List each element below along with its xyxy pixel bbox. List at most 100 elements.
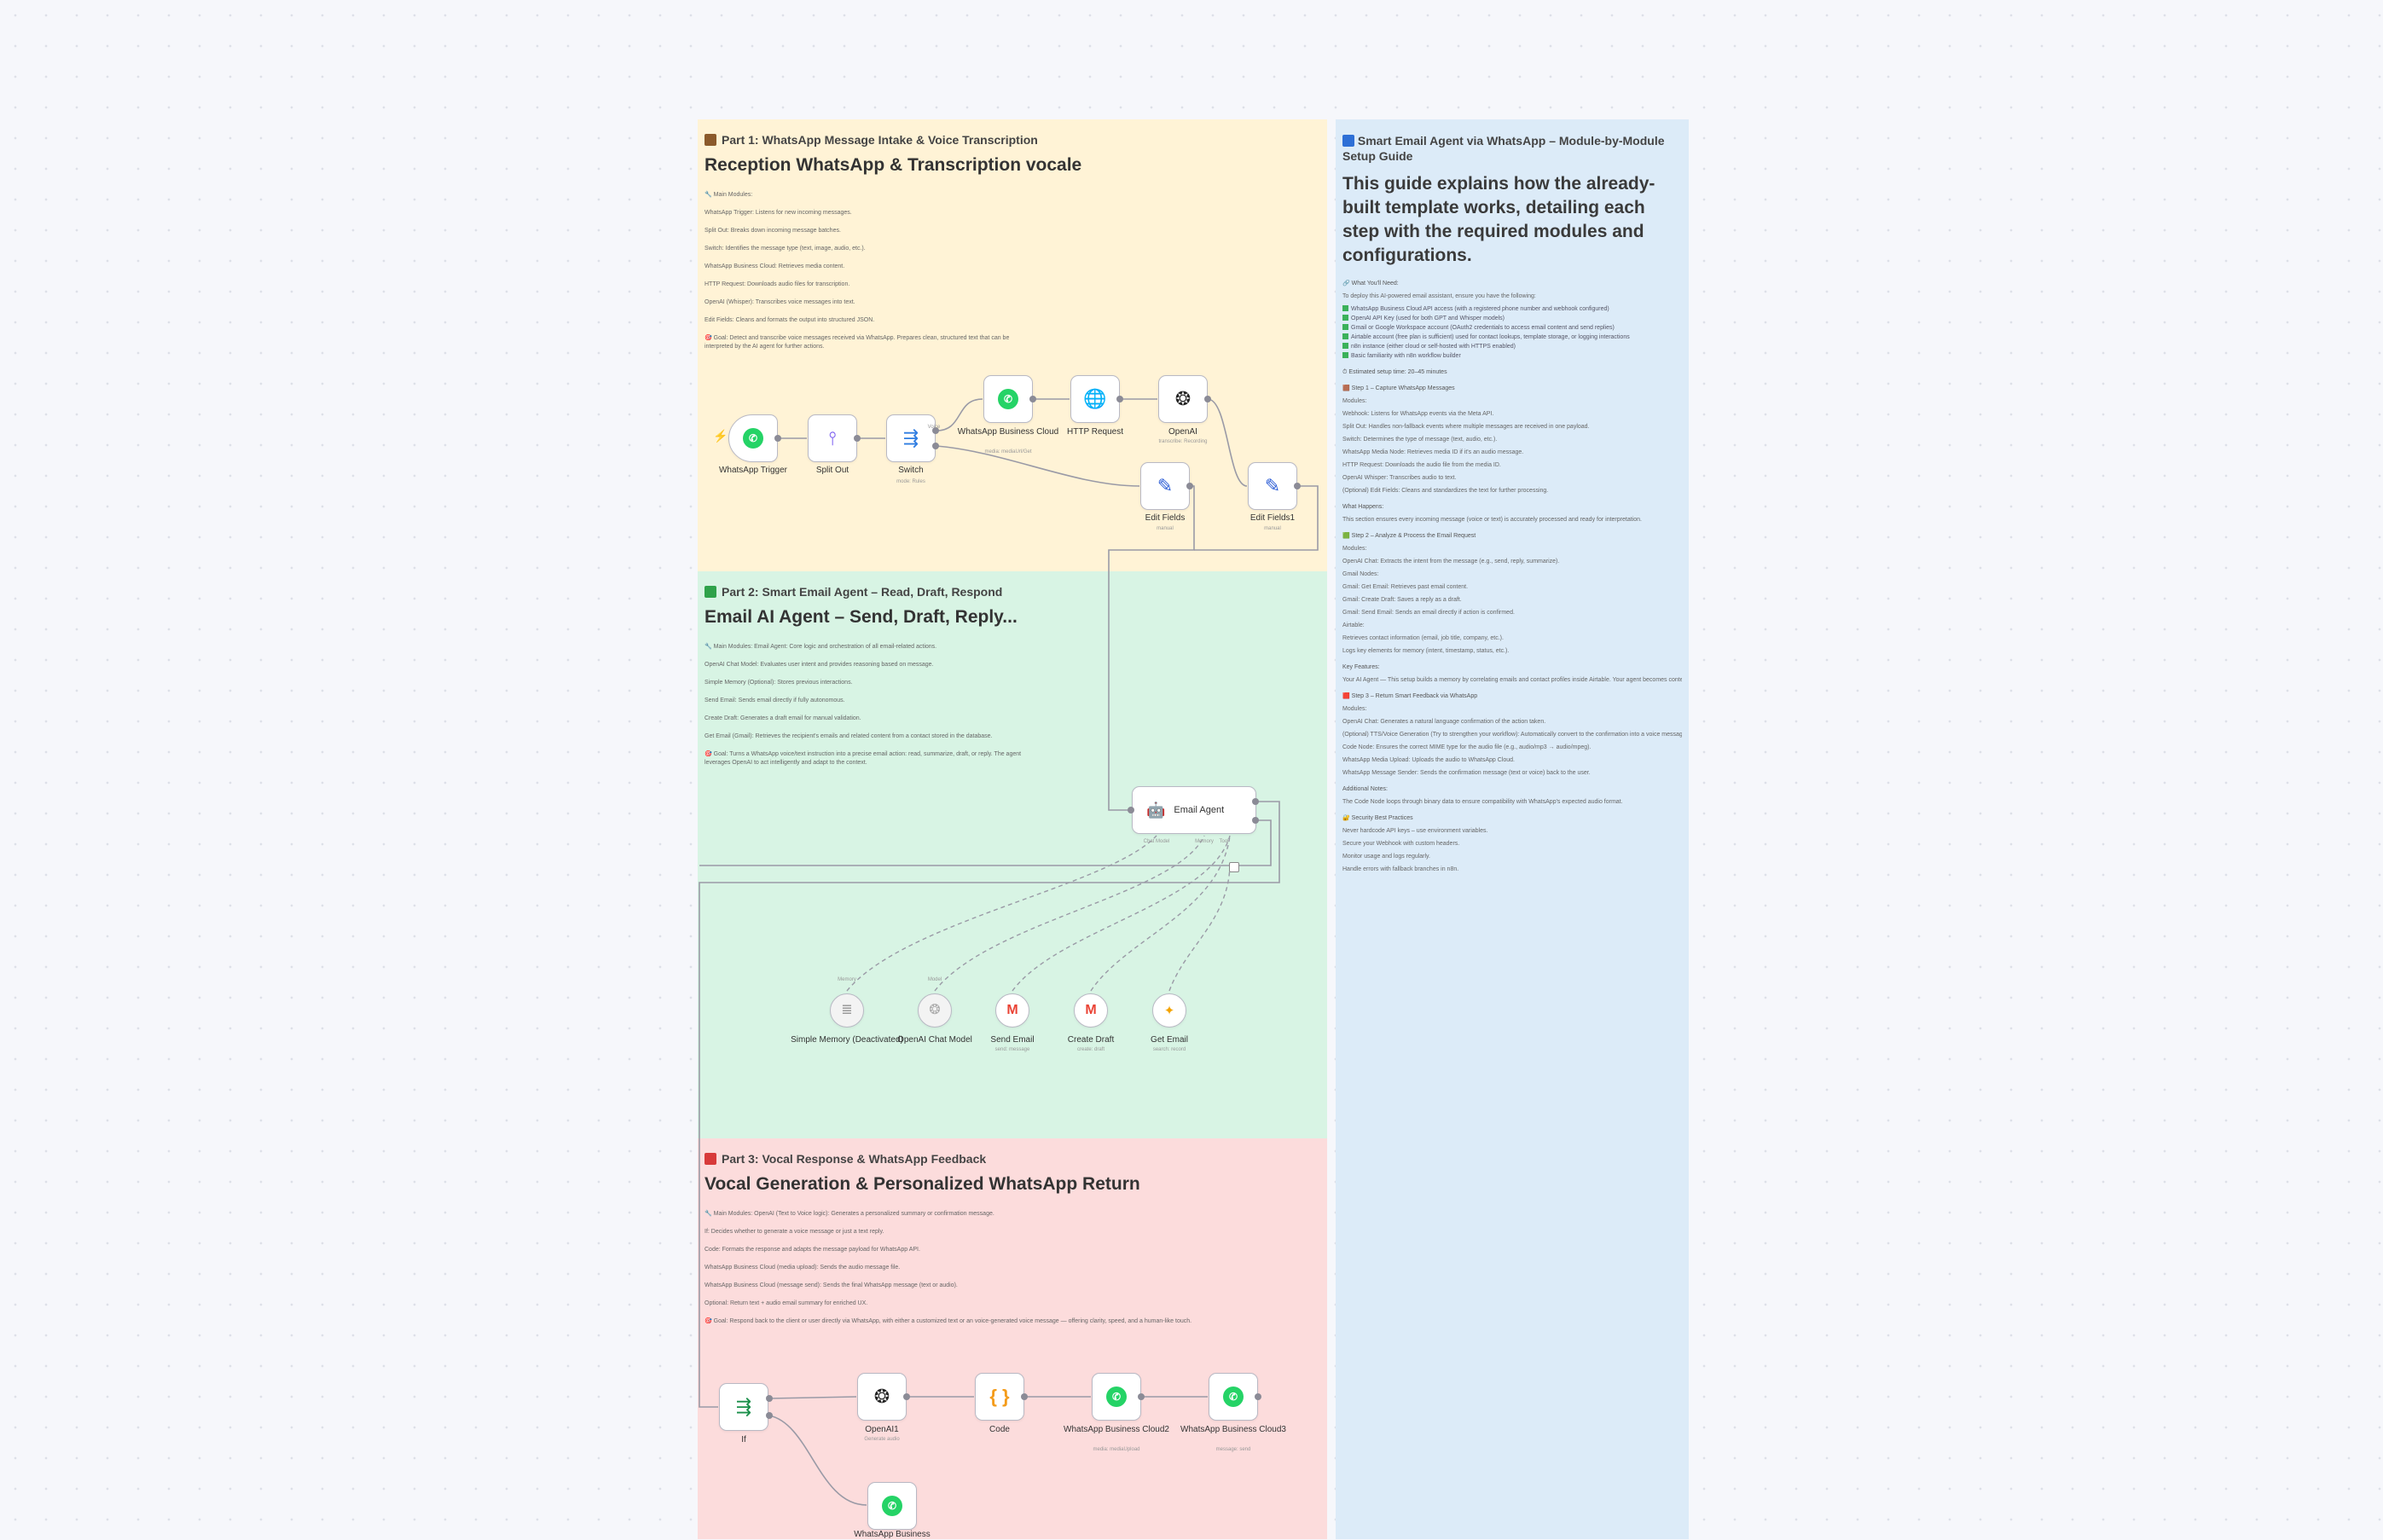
guide-line: 🔗 What You'll Need: (1342, 281, 1399, 287)
split-out-node[interactable]: ⫯ (808, 414, 857, 462)
section-tag: Part 2: Smart Email Agent – Read, Draft,… (704, 585, 1320, 599)
output-port[interactable] (903, 1393, 910, 1400)
guide-line: The Code Node loops through binary data … (1342, 799, 1623, 805)
airtable-icon: ✦ (1163, 1003, 1175, 1018)
output-port[interactable] (774, 435, 781, 442)
whatsapp-business-cloud-node[interactable]: ✆ (983, 375, 1033, 423)
node-subtitle: send: message (994, 1047, 1030, 1052)
if-branch-icon: ⇶ (735, 1396, 752, 1417)
guide-line: Your AI Agent — This setup builds a memo… (1342, 677, 1682, 683)
node-subtitle: search: record (1152, 1047, 1186, 1052)
guide-title: This guide explains how the already-buil… (1342, 174, 1655, 265)
output-port-true[interactable] (766, 1395, 773, 1402)
output-port[interactable] (1138, 1393, 1145, 1400)
get-email-node[interactable]: ✦ (1152, 993, 1186, 1028)
guide-line: Basic familiarity with n8n workflow buil… (1342, 352, 1682, 360)
whatsapp-business-cloud2-node[interactable]: ✆ (1092, 1373, 1141, 1421)
openai-icon: ❂ (929, 1003, 941, 1017)
node-subtitle: media: mediaUrl/Get (984, 449, 1032, 454)
node-subtitle: create: draft (1076, 1047, 1105, 1052)
output-port-false[interactable] (766, 1412, 773, 1419)
output-port[interactable] (1255, 1393, 1261, 1400)
guide-line: Airtable account (free plan is sufficien… (1342, 333, 1682, 341)
guide-line: Airtable: (1342, 622, 1365, 628)
sticky-note-setup-guide[interactable]: Smart Email Agent via WhatsApp – Module-… (1336, 119, 1689, 1539)
node-label: Send Email (990, 1035, 1035, 1045)
section-title: Reception WhatsApp & Transcription vocal… (704, 155, 1082, 175)
guide-line: Modules: (1342, 546, 1367, 552)
guide-line: Retrieves contact information (email, jo… (1342, 635, 1504, 641)
output-port[interactable] (1116, 396, 1123, 402)
switch-node[interactable]: ⇶ (886, 414, 936, 462)
output-port[interactable] (1029, 396, 1036, 402)
node-label: Create Draft (1067, 1035, 1115, 1045)
node-subtitle: manual (1157, 526, 1174, 531)
guide-line: This section ensures every incoming mess… (1342, 517, 1642, 523)
pencil-icon: ✎ (1264, 475, 1281, 496)
node-label: WhatsApp Trigger (718, 466, 788, 475)
edit-fields-node[interactable]: ✎ (1140, 462, 1190, 510)
guide-line: Additional Notes: (1342, 786, 1388, 792)
guide-line: Code Node: Ensures the correct MIME type… (1342, 744, 1592, 750)
port-label: Tool (1219, 839, 1229, 844)
output-port[interactable] (1252, 817, 1259, 824)
gmail-icon: M (1085, 1003, 1097, 1017)
openai-chat-model-node[interactable]: ❂ (918, 993, 952, 1028)
output-port[interactable] (1021, 1393, 1028, 1400)
pencil-icon: ✎ (1157, 475, 1174, 496)
node-label: Switch (898, 466, 924, 475)
output-port[interactable] (1294, 483, 1301, 489)
email-agent-node[interactable]: 🤖 Email Agent (1132, 786, 1256, 834)
guide-line: Never hardcode API keys – use environmen… (1342, 828, 1488, 834)
red-square-icon (704, 1153, 716, 1165)
green-square-icon (704, 586, 716, 598)
node-subtitle: message: send (1215, 1447, 1251, 1452)
gmail-icon: M (1006, 1003, 1018, 1017)
output-port-voice[interactable] (932, 427, 939, 434)
create-draft-node[interactable]: M (1074, 993, 1108, 1028)
guide-line: Gmail: Get Email: Retrieves past email c… (1342, 584, 1469, 590)
simple-memory-node[interactable]: ≣ (830, 993, 864, 1028)
whatsapp-icon: ✆ (882, 1496, 902, 1516)
whatsapp-icon: ✆ (743, 428, 763, 449)
node-subtitle: Generate audio (864, 1437, 900, 1442)
output-port-fallback[interactable] (932, 443, 939, 449)
whatsapp-trigger-node[interactable]: ✆ (728, 414, 778, 462)
guide-line: ⏱ Estimated setup time: 20–45 minutes (1342, 369, 1447, 375)
section-title: Email AI Agent – Send, Draft, Reply... (704, 607, 1018, 627)
section-body: 🔧 Main Modules: Email Agent: Core logic … (704, 644, 1022, 766)
brown-square-icon (704, 134, 716, 146)
output-port[interactable] (1186, 483, 1193, 489)
section-body: 🔧 Main Modules: OpenAI (Text to Voice lo… (704, 1211, 1192, 1324)
openai-icon: ❂ (1174, 388, 1192, 409)
openai-node[interactable]: ❂ (1158, 375, 1208, 423)
edit-fields1-node[interactable]: ✎ (1248, 462, 1297, 510)
sticky-note-part2[interactable]: Part 2: Smart Email Agent – Read, Draft,… (698, 571, 1327, 1138)
guide-line: n8n instance (either cloud or self-hoste… (1342, 343, 1682, 350)
code-node[interactable]: { } (975, 1373, 1024, 1421)
output-port[interactable] (1252, 798, 1259, 805)
node-subtitle: mode: Rules (896, 479, 925, 484)
input-port[interactable] (1128, 807, 1134, 813)
sticky-note-part1[interactable]: Part 1: WhatsApp Message Intake & Voice … (698, 119, 1327, 571)
output-port[interactable] (1204, 396, 1211, 402)
section-tag: Part 3: Vocal Response & WhatsApp Feedba… (704, 1152, 1320, 1166)
port-label: Voice (927, 425, 941, 430)
guide-line: Handle errors with fallback branches in … (1342, 866, 1459, 872)
output-port[interactable] (854, 435, 861, 442)
whatsapp-business-cloud3-node[interactable]: ✆ (1209, 1373, 1258, 1421)
guide-tag: Smart Email Agent via WhatsApp – Module-… (1342, 134, 1665, 163)
sticky-note-part3[interactable]: Part 3: Vocal Response & WhatsApp Feedba… (698, 1138, 1327, 1539)
openai1-node[interactable]: ❂ (857, 1373, 907, 1421)
send-email-node[interactable]: M (995, 993, 1029, 1028)
node-label: WhatsApp Business Cloud2 (1064, 1425, 1169, 1434)
guide-line: WhatsApp Message Sender: Sends the confi… (1342, 770, 1591, 776)
guide-line: Switch: Determines the type of message (… (1342, 437, 1498, 443)
guide-line: Gmail: Create Draft: Saves a reply as a … (1342, 597, 1462, 603)
if-node[interactable]: ⇶ (719, 1383, 768, 1431)
http-request-node[interactable]: 🌐 (1070, 375, 1120, 423)
openai-icon: ❂ (873, 1386, 890, 1407)
whatsapp-icon: ✆ (1223, 1387, 1244, 1407)
whatsapp-business-node[interactable]: ✆ (867, 1482, 917, 1530)
add-tool-icon[interactable] (1229, 862, 1239, 872)
